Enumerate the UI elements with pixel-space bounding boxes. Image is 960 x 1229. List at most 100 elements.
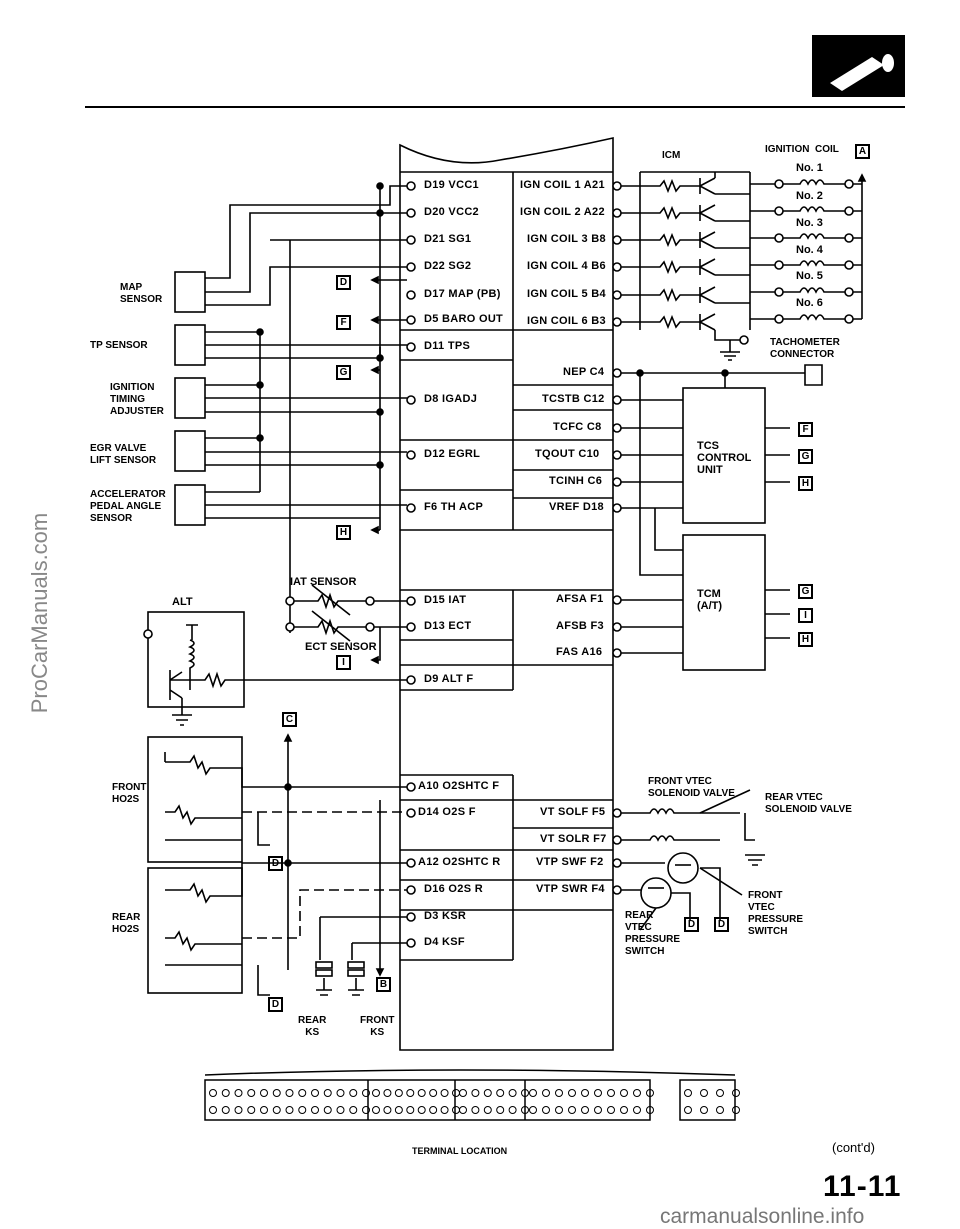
terminal-pin <box>471 1106 480 1114</box>
ecm-pin-f7: VT SOLR F7 <box>540 833 607 845</box>
terminal-pin <box>429 1106 438 1114</box>
ecm-pin-f3: AFSB F3 <box>556 620 604 632</box>
terminal-pin <box>440 1106 449 1114</box>
ref-box-h-tcm: H <box>798 632 813 647</box>
ecm-pin-c8: TCFC C8 <box>553 421 602 433</box>
terminal-pin <box>260 1106 268 1114</box>
terminal-pin <box>529 1106 537 1114</box>
terminal-pin <box>568 1106 576 1114</box>
terminal-pin <box>607 1089 615 1097</box>
terminal-pin <box>383 1089 392 1097</box>
terminal-pin <box>285 1106 294 1114</box>
ecm-pin-d14: D14 O2S F <box>418 806 476 818</box>
terminal-pin <box>323 1106 332 1114</box>
coil-no1-label: No. 1 <box>796 162 823 174</box>
ecm-pin-f2: VTP SWF F2 <box>536 856 604 868</box>
ref-box-d-rear-ho2s: D <box>268 997 283 1012</box>
terminal-pin <box>620 1106 628 1114</box>
terminal-pin <box>394 1106 403 1114</box>
watermark-bottom: carmanualsonline.info <box>660 1205 865 1228</box>
terminal-pin <box>607 1106 615 1114</box>
terminal-pin <box>349 1089 358 1097</box>
ecm-pin-d19: D19 VCC1 <box>424 179 479 191</box>
ecm-pin-f5: VT SOLF F5 <box>540 806 606 818</box>
tachometer-label: TACHOMETER CONNECTOR <box>770 337 840 360</box>
terminal-pin <box>496 1089 505 1097</box>
terminal-pin <box>429 1089 438 1097</box>
ecm-pin-c12: TCSTB C12 <box>542 393 605 405</box>
terminal-pin <box>581 1106 589 1114</box>
ecm-pin-a12: A12 O2SHTC R <box>418 856 501 868</box>
egr-valve-label: EGR VALVE LIFT SENSOR <box>90 443 157 466</box>
ecm-pin-b3: IGN COIL 6 B3 <box>527 315 606 327</box>
ecm-pin-b4: IGN COIL 5 B4 <box>527 288 606 300</box>
terminal-location-label: TERMINAL LOCATION <box>412 1146 508 1156</box>
ecm-pin-f6: F6 TH ACP <box>424 501 484 513</box>
ref-box-d-rear-vtec: D <box>684 917 699 932</box>
ecm-pin-d12: D12 EGRL <box>424 448 481 460</box>
ref-box-h-tcs: H <box>798 476 813 491</box>
terminal-pin <box>298 1089 307 1097</box>
terminal-pin <box>483 1089 492 1097</box>
terminal-pin <box>700 1089 708 1097</box>
terminal-pin <box>542 1106 550 1114</box>
terminal-pin <box>684 1106 692 1114</box>
terminal-pin <box>568 1089 576 1097</box>
terminal-pin <box>716 1089 724 1097</box>
terminal-pin <box>716 1106 724 1114</box>
terminal-pin <box>272 1106 281 1114</box>
rear-ho2s-label: REAR HO2S <box>112 912 141 935</box>
tp-sensor-label: TP SENSOR <box>90 340 148 351</box>
ref-box-h: H <box>336 525 351 540</box>
terminal-pin <box>383 1106 392 1114</box>
terminal-pin <box>452 1106 460 1114</box>
terminal-pin <box>221 1089 230 1097</box>
terminal-pin <box>298 1106 307 1114</box>
icm-label: ICM <box>662 150 681 161</box>
terminal-pin <box>459 1106 467 1114</box>
terminal-pin <box>221 1106 230 1114</box>
tcm-label: TCM (A/T) <box>697 588 723 612</box>
terminal-pin <box>581 1089 589 1097</box>
terminal-pin <box>508 1106 517 1114</box>
coil-no2-label: No. 2 <box>796 190 823 202</box>
ref-box-c: C <box>282 712 297 727</box>
ecm-pin-d8: D8 IGADJ <box>424 393 478 405</box>
terminal-pin <box>496 1106 505 1114</box>
terminal-pin <box>336 1106 345 1114</box>
terminal-pin <box>732 1106 740 1114</box>
section-logo-icon <box>812 35 905 97</box>
ecm-pin-d15: D15 IAT <box>424 594 467 606</box>
ecm-pin-b6: IGN COIL 4 B6 <box>527 260 606 272</box>
ref-box-d-front-vtec: D <box>714 917 729 932</box>
ecm-pin-d20: D20 VCC2 <box>424 206 479 218</box>
front-vtec-pressure-label: FRONT VTEC PRESSURE SWITCH <box>748 890 804 937</box>
ecm-pin-d16: D16 O2S R <box>424 883 483 895</box>
rear-vtec-pressure-label: REAR VTEC PRESSURE SWITCH <box>625 910 681 957</box>
terminal-pin <box>406 1089 415 1097</box>
ect-sensor-label: ECT SENSOR <box>305 641 377 653</box>
accelerator-label: ACCELERATOR PEDAL ANGLE SENSOR <box>90 489 166 524</box>
terminal-pin <box>247 1089 256 1097</box>
terminal-pin <box>555 1089 563 1097</box>
ecm-pin-d18: VREF D18 <box>549 501 604 513</box>
terminal-pin <box>542 1089 550 1097</box>
front-ho2s-label: FRONT HO2S <box>112 782 147 805</box>
terminal-pin <box>440 1089 449 1097</box>
terminal-pin <box>417 1089 426 1097</box>
ecm-pin-d9: D9 ALT F <box>424 673 474 685</box>
terminal-pin <box>508 1089 517 1097</box>
terminal-pin <box>646 1089 654 1097</box>
terminal-pin <box>529 1089 537 1097</box>
terminal-pin <box>633 1089 641 1097</box>
ref-box-d: D <box>336 275 351 290</box>
ref-box-i-tcm: I <box>798 608 813 623</box>
rear-vtec-solenoid-label: REAR VTEC SOLENOID VALVE <box>765 792 852 815</box>
terminal-pin <box>594 1089 602 1097</box>
terminal-pin <box>452 1089 460 1097</box>
terminal-pin <box>247 1106 256 1114</box>
terminal-pin <box>459 1089 467 1097</box>
ecm-pin-d22: D22 SG2 <box>424 260 472 272</box>
ref-box-g-tcm: G <box>798 584 813 599</box>
terminal-pin <box>362 1089 370 1097</box>
